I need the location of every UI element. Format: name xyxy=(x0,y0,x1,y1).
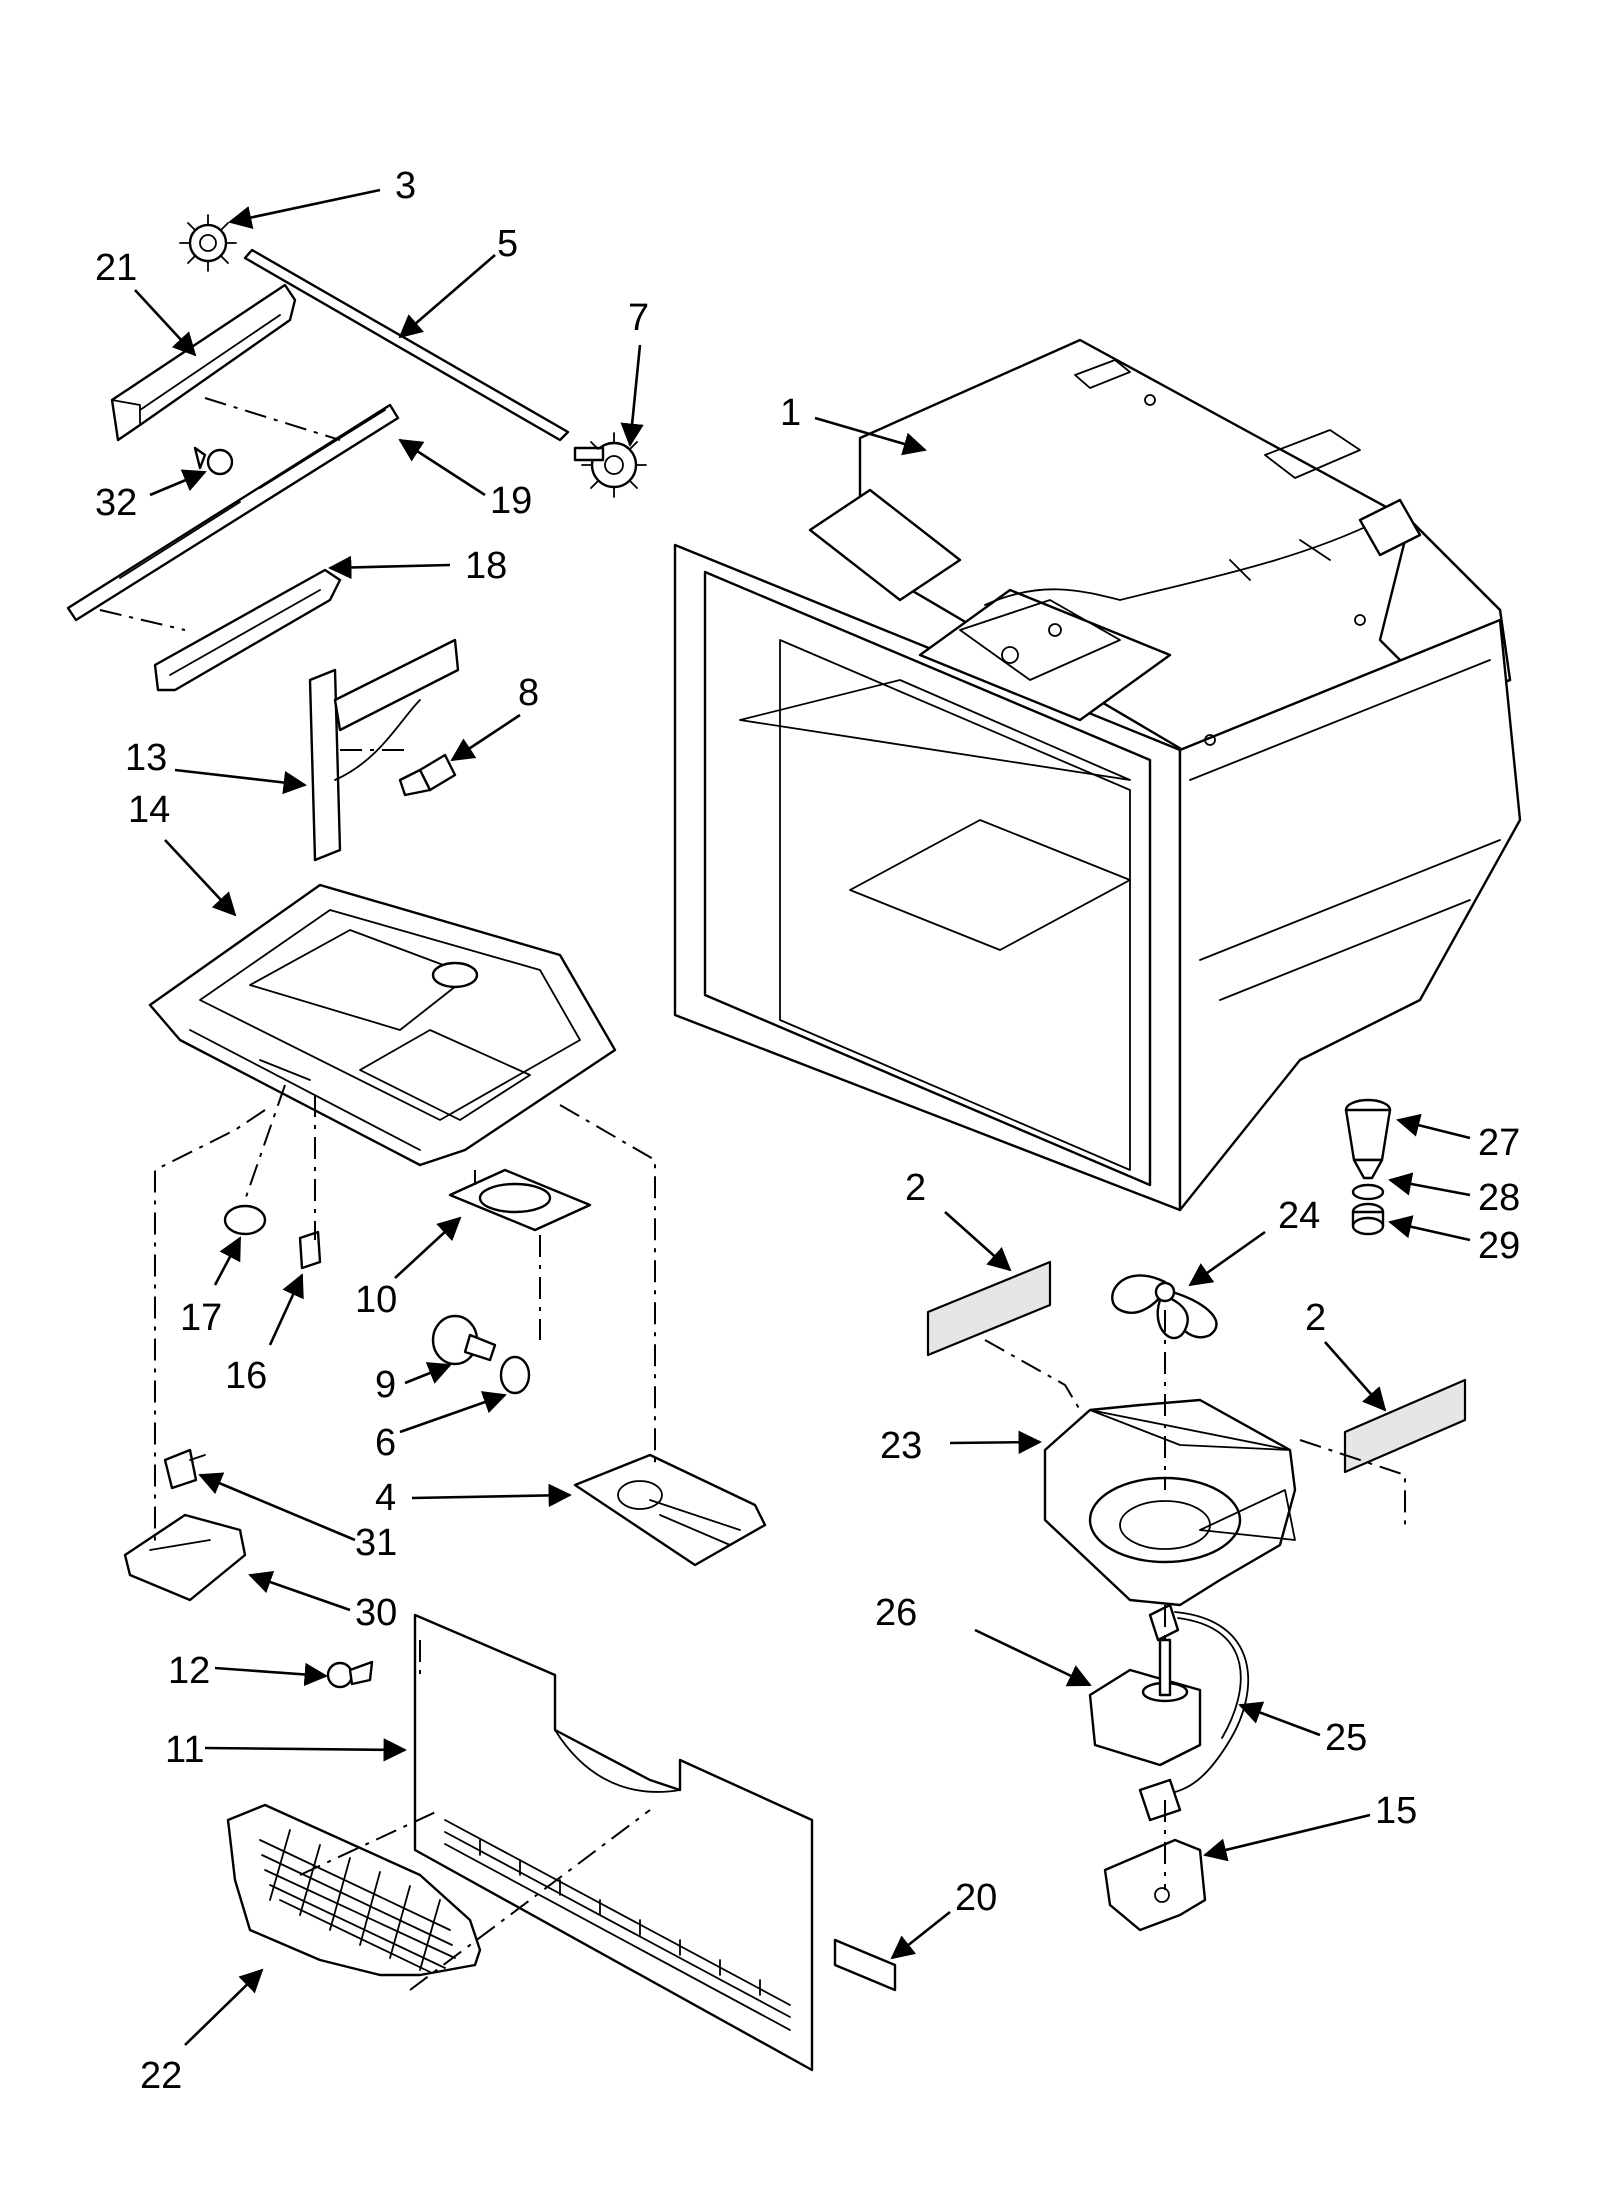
callout-16: 16 xyxy=(225,1355,267,1397)
leader-lines xyxy=(134,188,1471,2046)
callout-24: 24 xyxy=(1278,1195,1320,1237)
callout-15: 15 xyxy=(1375,1790,1417,1832)
part-15-bracket xyxy=(1103,1778,1207,1932)
part-14-tray xyxy=(148,883,617,1167)
callout-28: 28 xyxy=(1478,1177,1520,1219)
callout-29: 29 xyxy=(1478,1225,1520,1267)
callout-3: 3 xyxy=(395,165,416,207)
part-25-wire-harness xyxy=(1164,1611,1249,1796)
part-12-screw xyxy=(326,1660,374,1689)
callout-7: 7 xyxy=(628,297,649,339)
callout-11: 11 xyxy=(165,1729,204,1771)
part-19-slide-rail xyxy=(66,403,400,622)
part-11-panel xyxy=(413,1613,814,2072)
part-17-knob xyxy=(223,1204,267,1236)
part-21-rail-bracket xyxy=(110,283,297,442)
callout-27: 27 xyxy=(1478,1122,1520,1164)
part-28-ring xyxy=(1351,1183,1385,1201)
part-13-bracket xyxy=(308,638,460,862)
callout-25: 25 xyxy=(1325,1717,1367,1759)
part-22-grille xyxy=(226,1803,482,1977)
callout-26: 26 xyxy=(875,1592,917,1634)
part-1-freezer-compartment xyxy=(673,338,1522,1212)
part-29-cap xyxy=(1351,1202,1385,1236)
callout-30: 30 xyxy=(355,1592,397,1634)
part-9-bulb xyxy=(431,1314,497,1366)
callout-12: 12 xyxy=(168,1650,210,1692)
callout-2b: 2 xyxy=(1305,1297,1326,1339)
part-3-gear xyxy=(179,214,237,272)
callout-22: 22 xyxy=(140,2055,182,2097)
callout-17: 17 xyxy=(180,1297,222,1339)
callout-5: 5 xyxy=(497,223,518,265)
callout-19: 19 xyxy=(490,480,532,522)
callout-32: 32 xyxy=(95,482,137,524)
part-10-light-housing xyxy=(448,1168,592,1232)
part-20-strip xyxy=(833,1938,897,1992)
callout-20: 20 xyxy=(955,1877,997,1919)
callout-13: 13 xyxy=(125,737,167,779)
part-2-insulation-left xyxy=(926,1260,1052,1357)
callout-21: 21 xyxy=(95,247,137,289)
callout-9: 9 xyxy=(375,1364,396,1406)
callout-10: 10 xyxy=(355,1279,397,1321)
callout-6: 6 xyxy=(375,1422,396,1464)
callout-23: 23 xyxy=(880,1425,922,1467)
part-4-cover xyxy=(573,1453,767,1567)
callout-labels: 1 2 2 3 4 5 6 7 8 9 10 11 12 13 14 15 16… xyxy=(95,165,1520,2097)
callout-2a: 2 xyxy=(905,1167,926,1209)
callout-4: 4 xyxy=(375,1477,396,1519)
part-27-cup xyxy=(1344,1098,1392,1180)
callout-14: 14 xyxy=(128,789,170,831)
part-7-gear xyxy=(573,432,647,498)
part-8-screw xyxy=(398,753,457,797)
part-26-motor xyxy=(1088,1603,1202,1767)
part-30-housing xyxy=(123,1513,247,1602)
part-5-shaft xyxy=(243,248,570,442)
part-16-switch xyxy=(298,1230,322,1270)
alignment-lines xyxy=(99,397,1406,1991)
callout-18: 18 xyxy=(465,545,507,587)
part-2-insulation-right xyxy=(1343,1378,1467,1474)
part-6-socket xyxy=(499,1355,531,1395)
callout-8: 8 xyxy=(518,672,539,714)
part-31-valve xyxy=(163,1448,206,1490)
part-32-screw xyxy=(193,446,234,476)
part-18-rail-bracket xyxy=(153,568,342,692)
callout-31: 31 xyxy=(355,1522,397,1564)
callout-1: 1 xyxy=(780,392,801,434)
part-24-fan-blade xyxy=(1111,1274,1218,1340)
part-23-shroud xyxy=(1043,1398,1297,1607)
